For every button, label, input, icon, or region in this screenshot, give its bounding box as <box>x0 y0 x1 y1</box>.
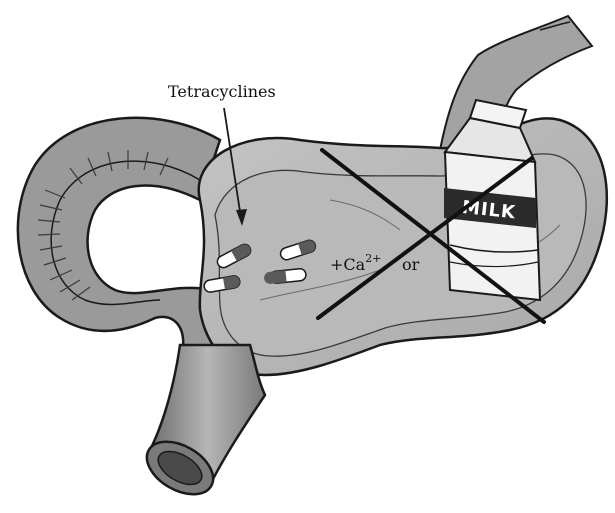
or-label: or <box>402 255 420 274</box>
tetracyclines-label: Tetracyclines <box>168 82 276 101</box>
